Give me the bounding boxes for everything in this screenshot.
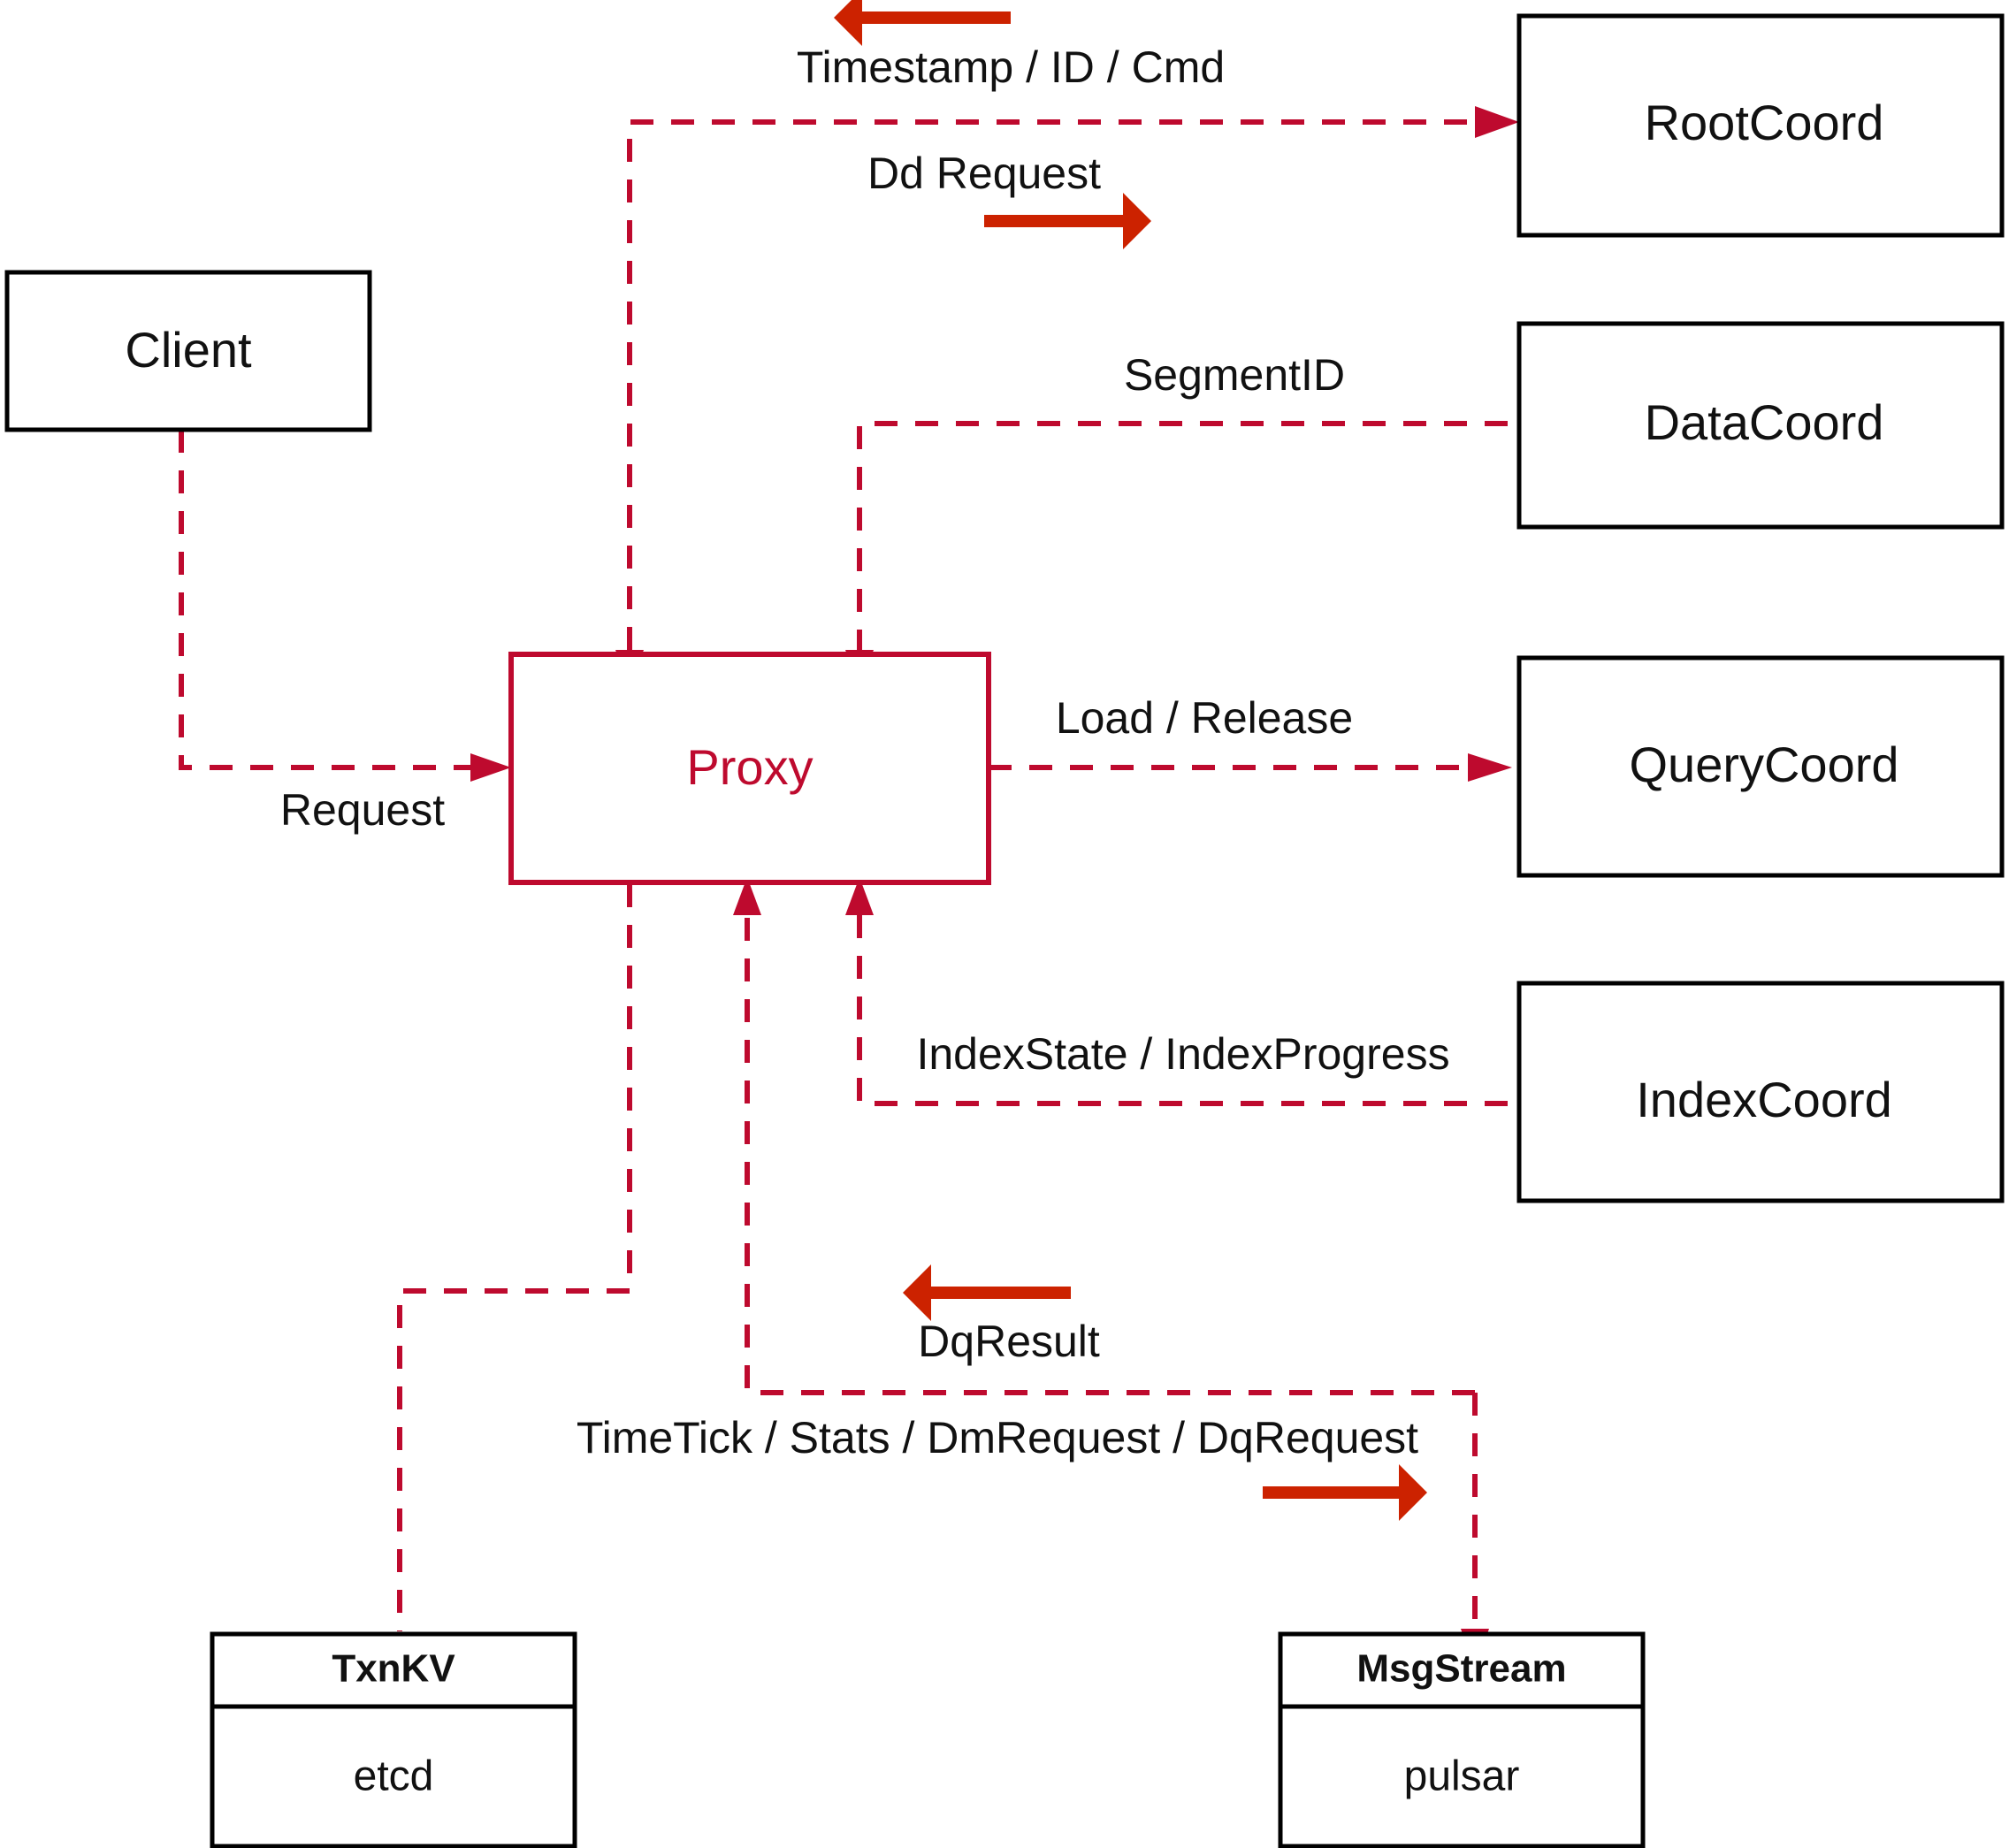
root-coord-label: RootCoord [1645,95,1884,150]
arrowhead-right-querycoord [1468,753,1512,782]
node-txnkv[interactable]: TxnKV etcd [210,1631,577,1848]
msgstream-header-label: MsgStream [1356,1647,1566,1691]
index-coord-box[interactable] [1516,981,2005,1203]
edge-label-timetick-stats: TimeTick / Stats / DmRequest / DqRequest [577,1413,1418,1462]
edge-load-release [989,753,1512,782]
edge-label-load-release: Load / Release [1056,693,1353,743]
node-msgstream[interactable]: MsgStream pulsar [1278,1631,1646,1848]
data-coord-label: DataCoord [1645,394,1884,450]
proxy-box[interactable] [508,652,991,885]
msgstream-box[interactable] [1278,1631,1646,1848]
edge-label-segment-id: SegmentID [1124,350,1345,400]
arrowhead-right-proxy-left [470,753,511,782]
arrow-timestamp-icon [834,0,1011,46]
edge-timestamp-id-cmd [615,119,1508,688]
arrow-dq-result-icon [903,1264,1071,1321]
edge-timetick-stats-dmrequest-dqrequest [1461,1393,1489,1669]
edge-label-index-state-progress: IndexState / IndexProgress [916,1029,1449,1079]
root-coord-box[interactable] [1516,13,2005,238]
edge-segment-id [845,421,1508,688]
node-query-coord[interactable]: QueryCoord [1516,655,2005,878]
edge-label-request: Request [280,785,445,835]
edge-index-state-progress [845,877,1508,1106]
client-label: Client [125,322,252,378]
txnkv-box[interactable] [210,1631,577,1848]
proxy-label: Proxy [686,739,813,795]
node-index-coord[interactable]: IndexCoord [1516,981,2005,1203]
edge-request [179,430,511,782]
edge-proxy-txnkv [397,884,632,1631]
edge-dd-request [1475,106,1519,138]
arrowhead-up-proxy-bottom-middle [733,877,761,915]
node-data-coord[interactable]: DataCoord [1516,321,2005,530]
edge-label-dq-result: DqResult [918,1317,1100,1366]
arrowhead-up-proxy-bottom-right [845,877,874,915]
arrow-dd-request-icon [984,193,1151,249]
arrowhead-right-rootcoord [1475,106,1519,138]
txnkv-body-label: etcd [354,1753,434,1800]
arrow-timetick-icon [1263,1464,1427,1521]
node-client[interactable]: Client [4,270,372,432]
client-box[interactable] [4,270,372,432]
edge-label-timestamp-id-cmd: Timestamp / ID / Cmd [797,42,1225,92]
query-coord-box[interactable] [1516,655,2005,878]
node-root-coord[interactable]: RootCoord [1516,13,2005,238]
index-coord-label: IndexCoord [1636,1072,1892,1127]
query-coord-label: QueryCoord [1629,737,1898,792]
txnkv-header-label: TxnKV [332,1647,455,1691]
node-proxy[interactable]: Proxy [508,652,991,885]
data-coord-box[interactable] [1516,321,2005,530]
msgstream-body-label: pulsar [1404,1753,1520,1800]
edge-label-dd-request: Dd Request [867,149,1101,198]
edge-dq-result [733,877,1475,1395]
